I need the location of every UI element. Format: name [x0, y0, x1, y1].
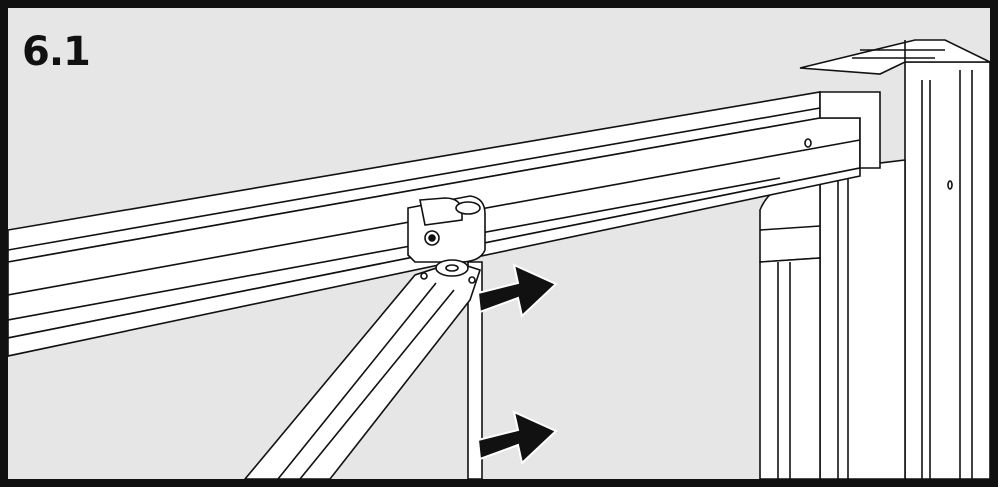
step-number: 6.1	[22, 29, 91, 75]
vertical-rail	[759, 257, 821, 479]
door-frame-illustration	[8, 8, 990, 479]
inner-door-post	[819, 159, 906, 479]
glass-panel-edge	[467, 261, 483, 479]
diagonal-arm	[243, 259, 482, 479]
push-direction-arrow-bottom	[476, 410, 558, 465]
push-direction-arrow-top	[476, 263, 558, 318]
rail-bracket	[407, 195, 486, 263]
